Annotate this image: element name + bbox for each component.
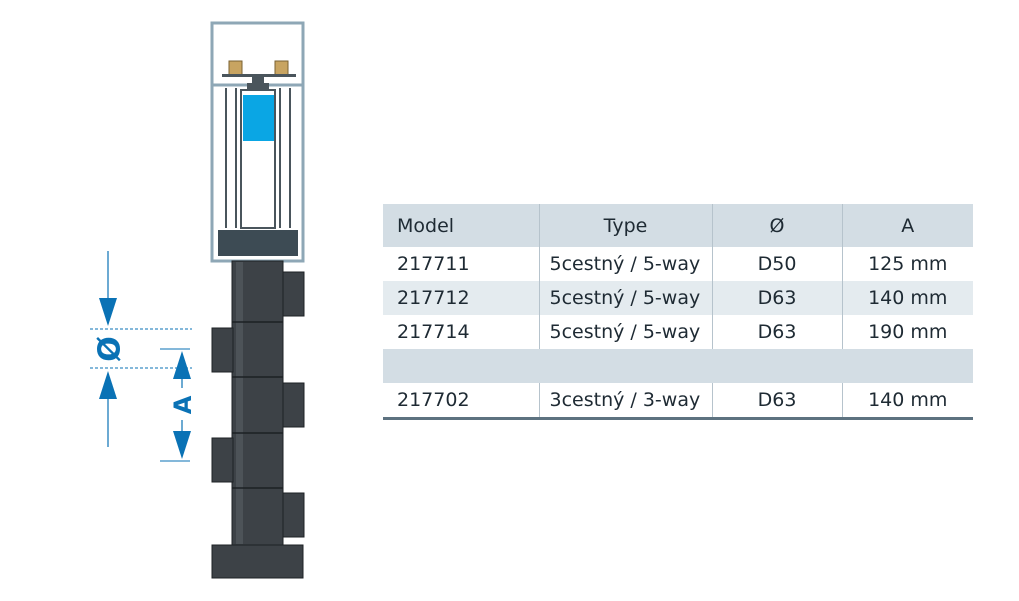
cell-a: 140 mm [841, 383, 973, 420]
cell-model: 217711 [383, 247, 539, 281]
table-row: 217702 3cestný / 3-way D63 140 mm [383, 383, 973, 420]
valve-diagram: Ø A [90, 21, 305, 579]
header-model: Model [383, 204, 539, 247]
port-left [211, 437, 234, 483]
diameter-dimension: Ø [90, 251, 192, 447]
actuator-terminal-left [228, 60, 243, 76]
cell-diameter: D63 [711, 383, 842, 420]
cell-model: 217714 [383, 315, 539, 349]
cell-a: 125 mm [841, 247, 973, 281]
distance-a-label: A [169, 395, 197, 414]
cell-model: 217712 [383, 281, 539, 315]
cell-a: 140 mm [841, 281, 973, 315]
cell-diameter: D63 [711, 281, 842, 315]
port-right [282, 382, 305, 428]
header-diameter: Ø [711, 204, 842, 247]
header-a: A [841, 204, 973, 247]
table-row: 217714 5cestný / 5-way D63 190 mm [383, 315, 973, 349]
table-header-row: Model Type Ø A [383, 204, 973, 247]
table-row: 217711 5cestný / 5-way D50 125 mm [383, 247, 973, 281]
piston [243, 95, 274, 141]
port-right [282, 271, 305, 317]
cell-diameter: D63 [711, 315, 842, 349]
bottom-flange [211, 544, 304, 579]
cell-type: 3cestný / 3-way [538, 383, 712, 420]
actuator-terminal-right [274, 60, 289, 76]
cell-type: 5cestný / 5-way [538, 281, 712, 315]
cell-a: 190 mm [841, 315, 973, 349]
actuator-stem-head [247, 83, 269, 90]
table-row: 217712 5cestný / 5-way D63 140 mm [383, 281, 973, 315]
diameter-label: Ø [93, 336, 128, 362]
actuator-base-plate [218, 230, 298, 256]
cell-type: 5cestný / 5-way [538, 247, 712, 281]
cell-model: 217702 [383, 383, 539, 420]
distance-a-dimension: A [160, 348, 197, 462]
spec-table: Model Type Ø A 217711 5cestný / 5-way D5… [383, 204, 973, 420]
port-right [282, 492, 305, 538]
cell-diameter: D50 [711, 247, 842, 281]
port-left [211, 327, 234, 373]
header-type: Type [538, 204, 712, 247]
table-separator [383, 349, 973, 383]
valve-body-highlight [236, 262, 243, 544]
cell-type: 5cestný / 5-way [538, 315, 712, 349]
